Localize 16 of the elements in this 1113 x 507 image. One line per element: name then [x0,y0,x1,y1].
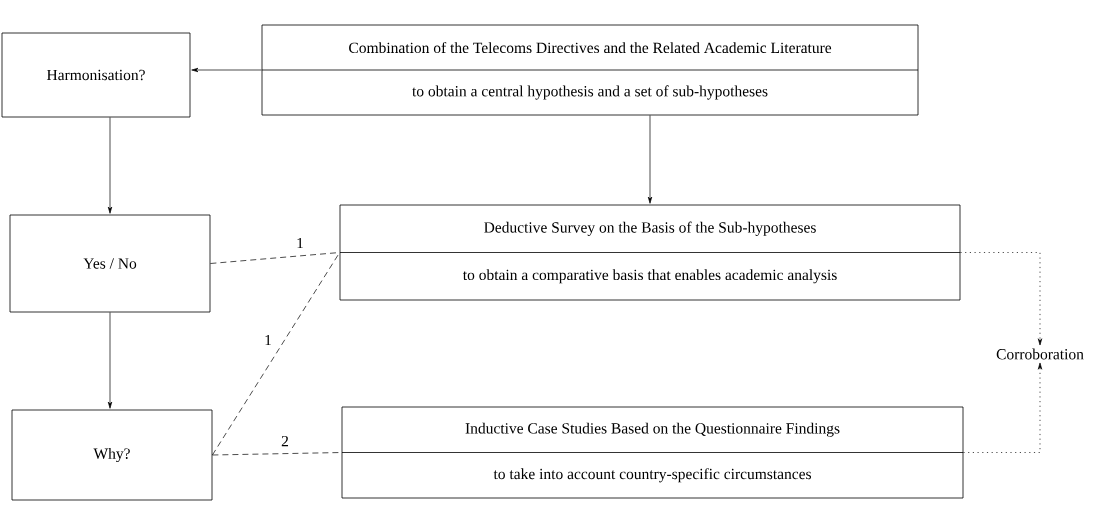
node-label: Corroboration [996,348,1084,360]
arrow [647,115,653,204]
process-box: Inductive Case Studies Based on the Questionnaire Findings to take into account country-specific circumstances [341,406,964,499]
edge-label: 1 [295,236,305,250]
edge-label: 1 [263,333,273,347]
process-box: Combination of the Telecoms Directives and the Related Academic Literature to obtain a central hypothesis and a set of sub-hypotheses [261,24,919,116]
arrow [963,362,1043,453]
arrow [960,252,1043,346]
process-box: Deductive Survey on the Basis of the Sub-hypotheses to obtain a comparative basis that enables academic analysis [339,204,961,301]
box: Why? [11,409,213,501]
box: Harmonisation? [1,32,191,118]
arrow [107,117,113,214]
box: Yes / No [9,214,211,313]
arrow [107,312,113,409]
edge-label: 2 [280,434,290,448]
arrow [191,67,262,73]
